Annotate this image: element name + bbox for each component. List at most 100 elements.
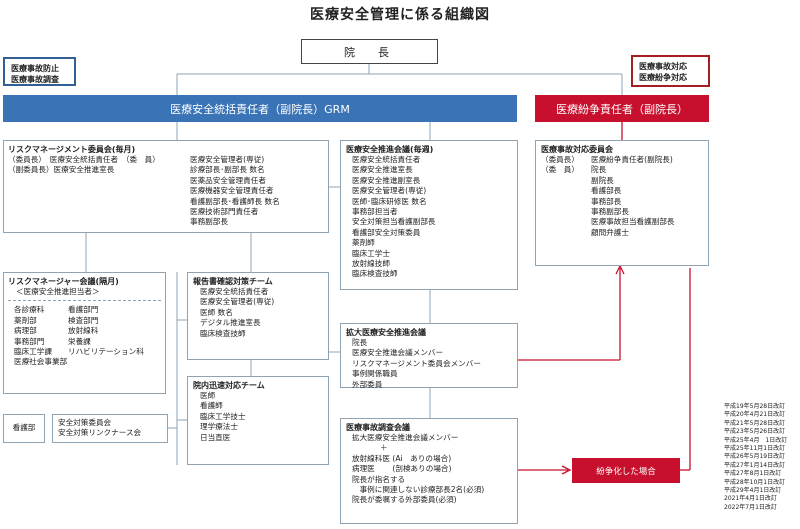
list-item: 医療技術部門責任者 — [190, 207, 259, 217]
revision-line: 平成25年11月1日改訂 — [724, 445, 786, 453]
list-item: 臨床工学士 — [352, 248, 390, 258]
revision-line: 平成29年4月1日改訂 — [724, 487, 782, 495]
revision-line: 平成23年5月26日改訂 — [724, 428, 786, 436]
list-item: 栄養課 — [68, 336, 91, 346]
risk-managers-col2: 看護部門 検査部門 放射線科 栄養課 リハビリテーション科 — [68, 305, 144, 367]
revision-line: 平成28年10月1日改訂 — [724, 478, 786, 486]
right-note: 医療事故対応 医療紛争対応 — [631, 55, 710, 87]
list-item: 医療安全推進会議メンバー — [352, 348, 444, 358]
list-item: 各診療科 — [14, 305, 45, 315]
rapid-team-box: 院内迅速対応チーム 医師 看護師 臨床工学技士 理学療法士 日当直医 — [187, 376, 329, 465]
dispute-label: 紛争化した場合 — [572, 458, 680, 483]
revision-line: 平成27年1月14日改訂 — [724, 461, 786, 469]
list-item: 病理部 — [14, 326, 37, 336]
nursing-items-box: 安全対策委員会 安全対策リンクナース会 — [52, 414, 168, 443]
revision-line: 平成20年4月21日改訂 — [724, 411, 786, 419]
risk-committee-title: リスクマネージメント委員会(毎月) — [8, 145, 136, 154]
list-item: 臨床工学技士 — [200, 411, 246, 421]
extended-meeting-list: 院長 医療安全推進会議メンバー リスクマネージメント委員会メンバー 事例関係職員… — [346, 338, 512, 390]
note-line: 医療紛争対応 — [639, 73, 687, 82]
list-item: 医療事故担当看護副部長 — [591, 217, 675, 227]
list-item: 医療安全推進副室長 — [352, 175, 421, 185]
list-item: 事務副部長 — [591, 207, 629, 217]
list-item: （委 員） — [541, 165, 579, 175]
note-line: 医療事故防止 — [11, 64, 59, 73]
list-item: （委員長） — [541, 155, 579, 164]
list-item: 医療安全管理者(専従) — [352, 186, 427, 196]
list-item: 臨床検査技師 — [200, 328, 246, 338]
director-box: 院 長 — [301, 39, 438, 64]
list-item: 薬剤部 — [14, 315, 37, 325]
list-item: 副院長 — [591, 175, 614, 185]
nursing-label: 看護部 — [3, 414, 45, 443]
response-committee-col2: 医療紛争責任者(副院長) 院長 副院長 看護部長 事務部長 事務副部長 医療事故… — [591, 155, 675, 238]
list-item: （副委員長）医療安全推進室長 — [8, 165, 115, 175]
extended-meeting-box: 拡大医療安全推進会議 院長 医療安全推進会議メンバー リスクマネージメント委員会… — [340, 323, 518, 390]
list-item: 病理医 (剖検ありの場合) — [352, 464, 452, 474]
list-item: 医師･臨床研修医 数名 — [352, 196, 427, 206]
investigation-meeting-title: 医療事故調査会議 — [346, 423, 410, 432]
list-item: 看護副部長･看護師長 数名 — [190, 196, 280, 206]
risk-committee-col2: 医療安全管理者(専従) 診療部長･副部長 数名 医薬品安全管理責任者 医療機器安… — [190, 155, 280, 228]
revision-line: 2021年4月1日改訂 — [724, 495, 777, 503]
rapid-team-title: 院内迅速対応チーム — [193, 381, 265, 390]
list-item: 事例関係職員 — [352, 369, 398, 379]
list-item: リスクマネージメント委員会メンバー — [352, 358, 481, 368]
list-item: 看護部門 — [68, 305, 99, 315]
list-item: 理学療法士 — [200, 422, 238, 432]
list-item: 医療紛争責任者(副院長) — [591, 155, 673, 164]
list-item: 放射線科医 (Ai ありの場合) — [352, 453, 452, 463]
list-item: 事例に関連しない診療部長2名(必須) — [352, 485, 485, 495]
list-item: 拡大医療安全推進会議メンバー — [352, 433, 459, 442]
list-item: 医療安全推進室長 — [352, 165, 413, 175]
list-item: 医薬品安全管理責任者 — [190, 175, 266, 185]
list-item: 看護部安全対策委員 — [352, 227, 421, 237]
list-item: 臨床検査技師 — [352, 269, 398, 279]
revision-line: 2022年7月1日改訂 — [724, 503, 777, 511]
weekly-meeting-box: 医療安全推進会議(毎週) 医療安全統括責任者 医療安全推進室長 医療安全推進副室… — [340, 140, 518, 290]
revision-line: 平成19年5月28日改訂 — [724, 403, 786, 410]
list-item: 外部委員 — [352, 379, 383, 389]
risk-committee-col1: （委員長） 医療安全統括責任者 （委 員） （副委員長）医療安全推進室長 — [8, 155, 188, 228]
revision-history: 平成19年5月28日改訂 平成20年4月21日改訂 平成21年5月28日改訂 平… — [724, 403, 798, 512]
list-item: 医療安全管理者(専従) — [200, 297, 275, 307]
list-item: 事務部長 — [591, 196, 622, 206]
report-team-list: 医療安全統括責任者 医療安全管理者(専従) 医師 数名 デジタル推進室長 臨床検… — [193, 287, 323, 339]
revision-line: 平成26年5月19日改訂 — [724, 453, 786, 461]
weekly-meeting-list: 医療安全統括責任者 医療安全推進室長 医療安全推進副室長 医療安全管理者(専従)… — [346, 155, 512, 280]
dispute-bar: 医療紛争責任者（副院長） — [535, 95, 709, 122]
list-item: 事務副部長 — [190, 217, 228, 227]
revision-line: 平成21年5月28日改訂 — [724, 419, 786, 427]
list-item: 事務部担当者 — [352, 207, 398, 217]
list-item: 医療安全統括責任者 — [200, 287, 269, 296]
revision-line: 平成27年8月1日改訂 — [724, 470, 782, 478]
list-item: 医療安全管理者(専従) — [190, 155, 265, 164]
page-title: 医療安全管理に係る組織図 — [310, 7, 490, 23]
list-item: 医師 — [200, 391, 216, 400]
risk-managers-subtitle: ＜医療安全推進担当者＞ — [16, 287, 100, 296]
list-item: 院長 — [591, 165, 607, 175]
list-item: 看護師 — [200, 401, 223, 411]
list-item: 院長が指名する — [352, 474, 406, 484]
report-team-box: 報告書確認対策チーム 医療安全統括責任者 医療安全管理者(専従) 医師 数名 デ… — [187, 272, 329, 360]
list-item: 医療社会事業部 — [14, 357, 68, 367]
report-team-title: 報告書確認対策チーム — [193, 277, 273, 286]
list-item: 診療部長･副部長 数名 — [190, 165, 265, 175]
list-item: 看護部長 — [591, 186, 622, 196]
response-committee-box: 医療事故対応委員会 （委員長） （委 員） 医療紛争責任者(副院長) 院長 副院… — [535, 140, 709, 266]
list-item: 院長が委嘱する外部委員(必須) — [352, 495, 457, 505]
list-item: 医療安全統括責任者 — [352, 155, 421, 164]
note-line: 医療事故調査 — [11, 75, 59, 84]
rapid-team-list: 医師 看護師 臨床工学技士 理学療法士 日当直医 — [193, 391, 323, 443]
risk-managers-col1: 各診療科 薬剤部 病理部 事務部門 臨床工学課 医療社会事業部 — [14, 305, 68, 367]
list-item: 薬剤師 — [352, 238, 375, 248]
list-item: ＋ — [380, 443, 388, 453]
investigation-meeting-box: 医療事故調査会議 拡大医療安全推進会議メンバー ＋ 放射線科医 (Ai ありの場… — [340, 418, 518, 524]
left-note: 医療事故防止 医療事故調査 — [3, 57, 76, 86]
investigation-meeting-list: 拡大医療安全推進会議メンバー ＋ 放射線科医 (Ai ありの場合) 病理医 (剖… — [346, 433, 512, 506]
grm-bar: 医療安全統括責任者（副院長）GRM — [3, 95, 517, 122]
revision-line: 平成25年4月 1日改訂 — [724, 436, 788, 444]
list-item: 安全対策リンクナース会 — [58, 428, 142, 438]
list-item: 臨床工学課 — [14, 347, 52, 357]
